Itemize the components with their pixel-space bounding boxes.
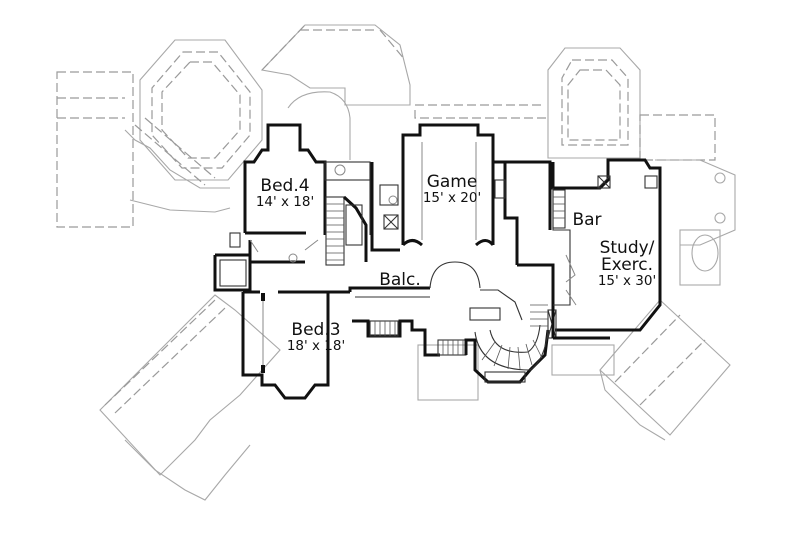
room-name: Game	[426, 172, 478, 192]
room-name-line2: Exerc.	[600, 255, 654, 275]
room-label-bed3: Bed.3 18' x 18'	[280, 322, 352, 354]
room-label-study: Study/ Exerc. 15' x 30'	[588, 240, 666, 289]
room-dimensions: 15' x 30'	[597, 273, 657, 289]
room-name: Balc.	[379, 270, 421, 290]
room-label-bed4: Bed.4 14' x 18'	[250, 178, 320, 210]
room-label-game: Game 15' x 20'	[417, 174, 487, 206]
room-name: Bed.3	[291, 320, 341, 340]
lower-level-outline	[56, 24, 736, 501]
room-label-balcony: Balc.	[378, 272, 422, 289]
room-name: Bed.4	[260, 176, 310, 196]
room-label-bar: Bar	[570, 212, 604, 229]
room-dimensions: 14' x 18'	[255, 194, 315, 210]
room-name: Bar	[572, 210, 602, 230]
room-dimensions: 15' x 20'	[422, 190, 482, 206]
room-name-line1: Study/	[599, 238, 655, 258]
walls	[213, 123, 662, 400]
room-dimensions: 18' x 18'	[286, 338, 346, 354]
